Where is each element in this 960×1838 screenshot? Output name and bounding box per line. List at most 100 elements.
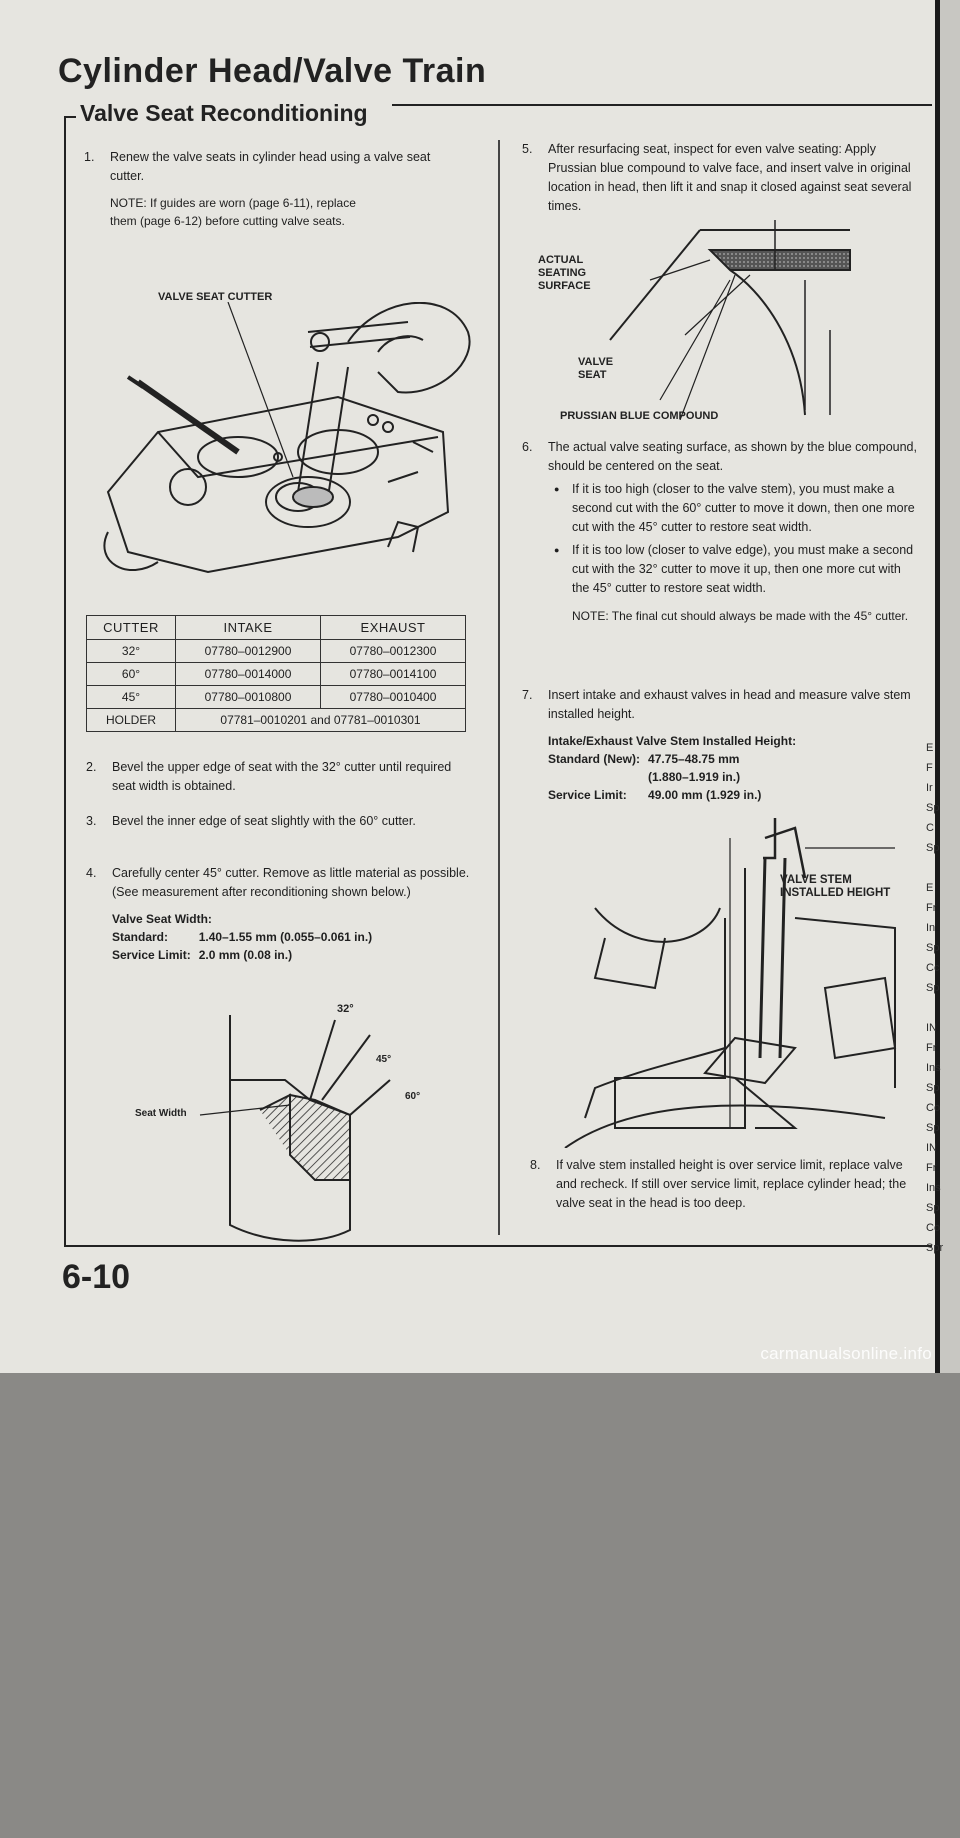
spec-value: 2.0 mm (0.08 in.) (198, 948, 293, 962)
seat-width-diagram (199, 1015, 391, 1242)
label-line: INSTALLED HEIGHT (780, 887, 891, 899)
angle-32-label: 32° (337, 1003, 354, 1015)
ghost-line: Sp (926, 982, 940, 994)
ghost-line: IN (926, 1142, 937, 1154)
spec-label: Service Limit: (548, 788, 627, 802)
list-item: If it is too low (closer to valve edge),… (548, 541, 917, 598)
page-title: Cylinder Head/Valve Train (58, 52, 487, 90)
step-text: Bevel the inner edge of seat slightly wi… (112, 814, 416, 828)
ghost-line: Fr (926, 1162, 937, 1174)
step-text: Carefully center 45° cutter. Remove as l… (112, 866, 470, 899)
table-header: EXHAUST (320, 615, 466, 640)
step-5: 5. After resurfacing seat, inspect for e… (522, 140, 917, 216)
ghost-line: Sp (926, 842, 940, 854)
table-row: HOLDER 07781–0010201 and 07781–0010301 (86, 708, 466, 732)
ghost-line: Sp (926, 1082, 940, 1094)
spec-value: 49.00 mm (1.929 in.) (648, 788, 762, 802)
table-cell: 60° (86, 662, 176, 686)
adjacent-page (940, 0, 960, 1373)
table-cell: 07781–0010201 and 07781–0010301 (175, 708, 466, 732)
valve-stem-label: VALVE STEM INSTALLED HEIGHT (780, 874, 890, 900)
table-cell: 07780–0010400 (320, 685, 466, 709)
step-4: 4. Carefully center 45° cutter. Remove a… (86, 864, 476, 964)
table-cell: 07780–0012900 (175, 639, 321, 663)
step-text: After resurfacing seat, inspect for even… (548, 142, 912, 213)
spec-value: 47.75–48.75 mm (648, 752, 740, 766)
label-line: SEAT (578, 369, 607, 381)
ghost-line: In (926, 922, 936, 934)
spec-label: Standard (New): (548, 752, 641, 766)
valve-seat-cutter-label: VALVE SEAT CUTTER (158, 291, 273, 303)
ghost-line: C (926, 822, 934, 834)
step-number: 5. (522, 142, 533, 156)
section-frame-top (392, 104, 932, 106)
step-number: 8. (530, 1158, 541, 1172)
section-subtitle: Valve Seat Reconditioning (80, 100, 368, 126)
angle-45-label: 45° (376, 1054, 392, 1065)
step-number: 3. (86, 814, 97, 828)
valve-seat-label: VALVE SEAT (578, 356, 613, 382)
step-text: If valve stem installed height is over s… (556, 1158, 907, 1210)
watermark: carmanualsonline.info (760, 1344, 932, 1363)
seat-width-label: Seat Width (135, 1108, 187, 1119)
bullet-list: If it is too high (closer to the valve s… (548, 480, 917, 598)
step-note: NOTE: If guides are worn (page 6-11), re… (110, 196, 356, 228)
ghost-line (926, 858, 950, 878)
step-number: 4. (86, 866, 97, 880)
label-line: VALVE (578, 356, 614, 368)
actual-label: ACTUAL SEATING SURFACE (538, 254, 591, 293)
ghost-line: Sp (926, 1202, 940, 1214)
table-cell: 07780–0014100 (320, 662, 466, 686)
seat-width-spec: Valve Seat Width: Standard: 1.40–1.55 mm… (112, 910, 476, 964)
table-row: 45° 07780–0010800 07780–0010400 (86, 685, 466, 709)
cutter-table: CUTTER INTAKE EXHAUST 32° 07780–0012900 … (86, 615, 466, 732)
spec-heading: Valve Seat Width: (112, 912, 212, 926)
step-number: 2. (86, 760, 97, 774)
section-frame-left (64, 116, 66, 1246)
ghost-line: Sp (926, 802, 940, 814)
step-note: NOTE: The final cut should always be mad… (572, 609, 909, 623)
step-8: 8. If valve stem installed height is ove… (530, 1156, 915, 1213)
ghost-line: Ins (926, 1182, 941, 1194)
step-text: Bevel the upper edge of seat with the 32… (112, 760, 452, 793)
ghost-line: Ir (926, 782, 933, 794)
step-number: 7. (522, 688, 533, 702)
ghost-line: Cc (926, 962, 940, 974)
page-number: 6-10 (62, 1258, 131, 1296)
ghost-line: E (926, 742, 934, 754)
prussian-blue-diagram (609, 220, 851, 420)
table-cell: 07780–0010800 (175, 685, 321, 709)
label-line: SEATING (538, 267, 587, 279)
table-cell: 45° (86, 685, 176, 709)
table-header: CUTTER (86, 615, 176, 640)
ghost-line: Co (926, 1102, 941, 1114)
ghost-line: E (926, 882, 934, 894)
stem-height-spec: Intake/Exhaust Valve Stem Installed Heig… (548, 732, 917, 804)
label-line: VALVE STEM (780, 874, 852, 886)
ghost-line: IN (926, 1022, 937, 1034)
ghost-line: Fr (926, 1042, 937, 1054)
spec-label: Standard: (112, 930, 169, 944)
ghost-line: F (926, 762, 933, 774)
list-item: If it is too high (closer to the valve s… (548, 480, 917, 537)
spec-value: (1.880–1.919 in.) (648, 770, 741, 784)
angle-60-label: 60° (405, 1091, 421, 1102)
adjacent-page-text: E F Ir Sp C Sp E Fr In Sp Cc Sp IN Fr In… (926, 738, 950, 1838)
step-2: 2. Bevel the upper edge of seat with the… (86, 758, 476, 796)
step-7: 7. Insert intake and exhaust valves in h… (522, 686, 917, 804)
table-cell: HOLDER (86, 708, 176, 732)
column-divider (498, 140, 500, 1235)
table-cell: 07780–0014000 (175, 662, 321, 686)
prussian-blue-label: PRUSSIAN BLUE COMPOUND (560, 410, 719, 422)
step-6: 6. The actual valve seating surface, as … (522, 438, 917, 627)
step-text: The actual valve seating surface, as sho… (548, 440, 917, 473)
spec-label: Service Limit: (112, 948, 191, 962)
step-3: 3. Bevel the inner edge of seat slightly… (86, 812, 476, 831)
table-cell: 32° (86, 639, 176, 663)
step-text: Insert intake and exhaust valves in head… (548, 688, 911, 721)
section-frame-top-left (64, 116, 76, 118)
ghost-line: Fr (926, 902, 937, 914)
label-line: SURFACE (538, 280, 591, 292)
label-line: ACTUAL (538, 254, 584, 266)
ghost-line: Sp (926, 942, 940, 954)
